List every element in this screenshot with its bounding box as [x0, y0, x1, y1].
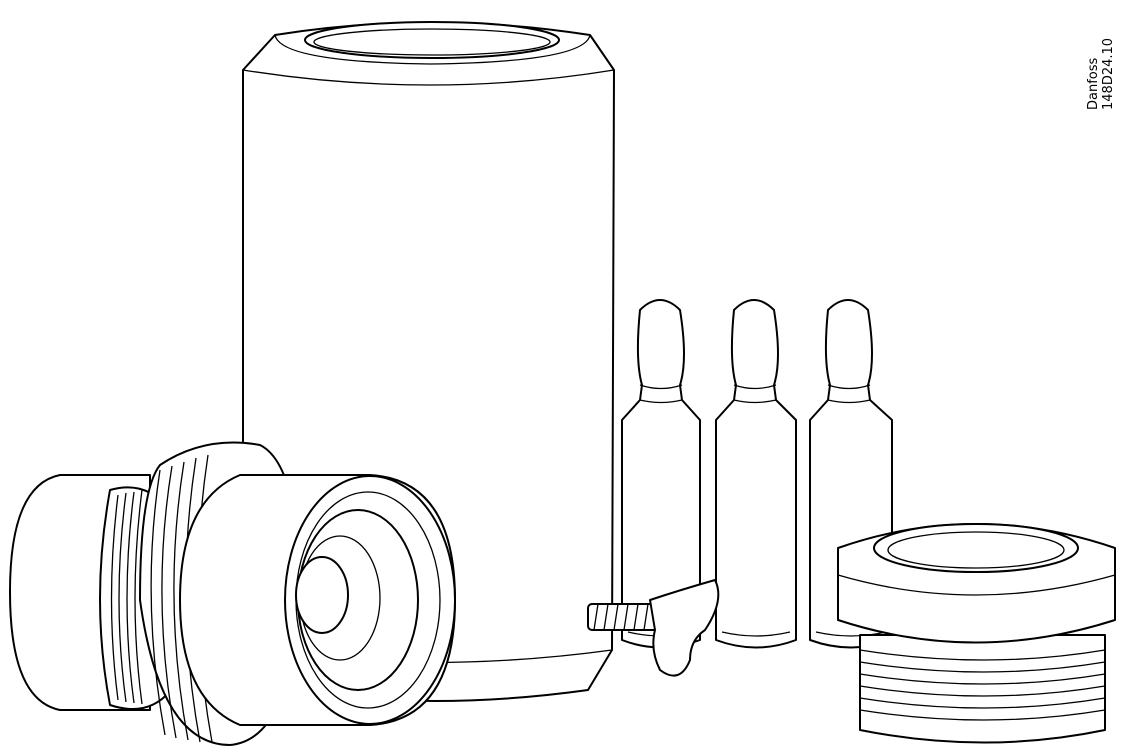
threaded-nut — [837, 523, 1116, 744]
threaded-fitting — [9, 441, 456, 746]
drawing-code: 148D24.10 — [1101, 37, 1116, 110]
wing-screw — [587, 579, 720, 677]
drawing-reference-label: Danfoss 148D24.10 — [1086, 38, 1116, 110]
brand-text: Danfoss — [1086, 57, 1101, 110]
vial — [715, 299, 797, 649]
